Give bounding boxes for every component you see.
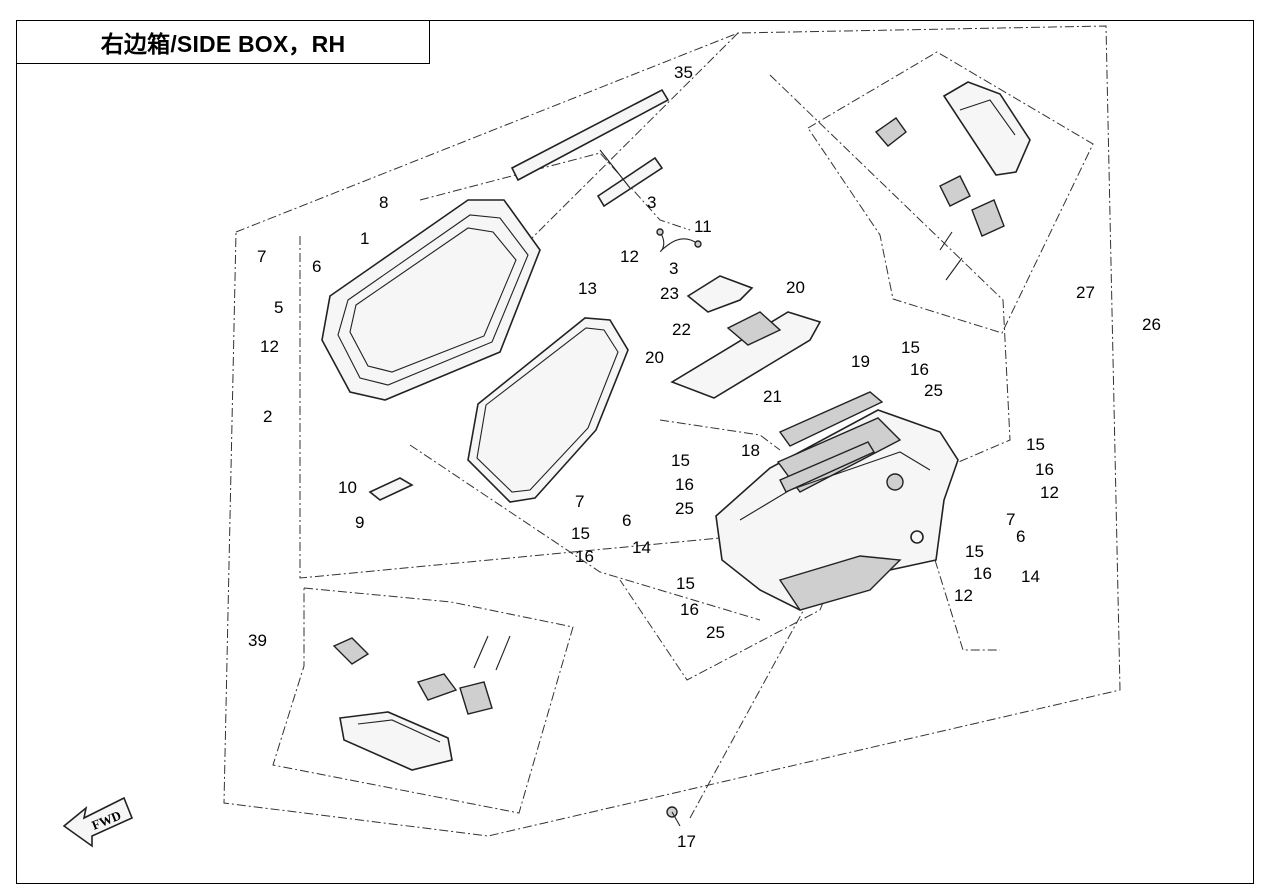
callout-12: 12: [1040, 483, 1059, 502]
callout-8: 8: [379, 193, 388, 212]
callout-22: 22: [672, 320, 691, 339]
callout-20: 20: [786, 278, 805, 297]
callout-12: 12: [260, 337, 279, 356]
callout-9: 9: [355, 513, 364, 532]
bracket-10: [368, 477, 414, 501]
callout-10: 10: [338, 478, 357, 497]
callout-6: 6: [312, 257, 321, 276]
callout-12: 12: [954, 586, 973, 605]
callout-21: 21: [763, 387, 782, 406]
callout-15: 15: [676, 574, 695, 593]
callout-14: 14: [632, 538, 651, 557]
fwd-arrow-icon: [62, 796, 134, 848]
callout-3: 3: [669, 259, 678, 278]
callout-6: 6: [622, 511, 631, 530]
rail-18: [779, 441, 876, 493]
callout-26: 26: [1142, 315, 1161, 334]
callout-7: 7: [257, 247, 266, 266]
callout-12: 12: [620, 247, 639, 266]
callout-25: 25: [706, 623, 725, 642]
callout-16: 16: [680, 600, 699, 619]
callout-5: 5: [274, 298, 283, 317]
support-bar-35: [510, 88, 670, 208]
callout-7: 7: [1006, 510, 1015, 529]
latch-set-39: [332, 635, 511, 771]
latch-group-boundary-27: [807, 51, 1094, 334]
latch-group-boundary-39: [272, 587, 574, 814]
rail-19: [778, 391, 884, 447]
callout-6: 6: [1016, 527, 1025, 546]
callout-16: 16: [1035, 460, 1054, 479]
cable-11: [656, 228, 702, 252]
callout-2: 2: [263, 407, 272, 426]
handle-cover-21: [670, 311, 822, 399]
callout-13: 13: [578, 279, 597, 298]
screw-17: [666, 806, 681, 827]
callout-19: 19: [851, 352, 870, 371]
callout-35: 35: [674, 63, 693, 82]
callout-16: 16: [675, 475, 694, 494]
callout-1: 1: [360, 229, 369, 248]
callout-39: 39: [248, 631, 267, 650]
callout-14: 14: [1021, 567, 1040, 586]
lid-frame-1: [321, 199, 541, 401]
callout-15: 15: [571, 524, 590, 543]
handle-23: [686, 275, 754, 313]
callout-25: 25: [924, 381, 943, 400]
title-box: 右边箱/SIDE BOX，RH: [16, 20, 430, 64]
callout-18: 18: [741, 441, 760, 460]
callout-16: 16: [575, 547, 594, 566]
callout-15: 15: [671, 451, 690, 470]
drawing-frame: [16, 20, 1254, 884]
seal-ring-13: [467, 317, 629, 503]
callout-15: 15: [1026, 435, 1045, 454]
callout-23: 23: [660, 284, 679, 303]
box-body: [715, 409, 959, 611]
page-title: 右边箱/SIDE BOX，RH: [100, 31, 346, 57]
callout-27: 27: [1076, 283, 1095, 302]
callout-20: 20: [645, 348, 664, 367]
callout-11: 11: [694, 217, 712, 236]
callout-16: 16: [973, 564, 992, 583]
callout-16: 16: [910, 360, 929, 379]
callout-25: 25: [675, 499, 694, 518]
callout-17: 17: [677, 832, 696, 851]
callout-3: 3: [647, 193, 656, 212]
callout-7: 7: [575, 492, 584, 511]
callout-labels: 35 8 1 7 6 5 12 2 10 9 3 11 12 3 13 23 2…: [248, 63, 1161, 851]
latch-set-27: [874, 81, 1031, 281]
callout-15: 15: [901, 338, 920, 357]
callout-15: 15: [965, 542, 984, 561]
